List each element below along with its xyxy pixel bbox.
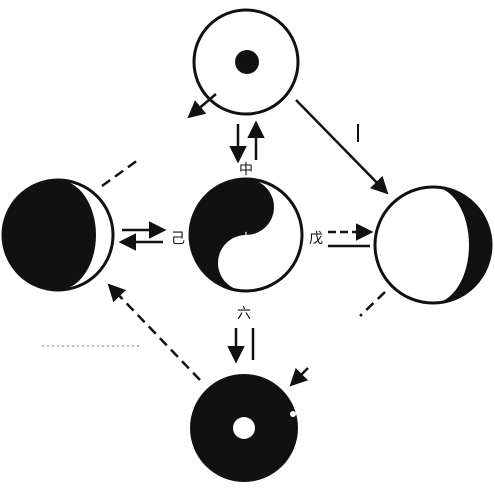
arrow-icon bbox=[289, 367, 309, 387]
white-crescent bbox=[58, 180, 113, 290]
dashed-arrow-icon bbox=[107, 283, 201, 381]
yang-eye bbox=[249, 203, 259, 213]
white-dot bbox=[233, 417, 255, 439]
dashed-line bbox=[101, 158, 139, 188]
arrow-icon bbox=[295, 99, 389, 195]
center-mark: 土 bbox=[239, 232, 253, 248]
right-circle bbox=[373, 185, 493, 305]
label-top: 中 bbox=[239, 162, 253, 178]
top-circle bbox=[192, 8, 300, 116]
dashed-line bbox=[359, 291, 386, 317]
dark-dot bbox=[235, 50, 259, 74]
yin-eye bbox=[233, 257, 243, 267]
label-left: 己 bbox=[171, 231, 185, 247]
center-taiji: 土 bbox=[188, 177, 304, 293]
label-bottom: 六 bbox=[237, 306, 251, 322]
left-circle bbox=[1, 178, 115, 292]
dark-crescent bbox=[433, 187, 491, 303]
bottom-circle bbox=[190, 374, 298, 482]
arrow-icon bbox=[187, 93, 217, 119]
label-right: 戊 bbox=[309, 231, 323, 247]
